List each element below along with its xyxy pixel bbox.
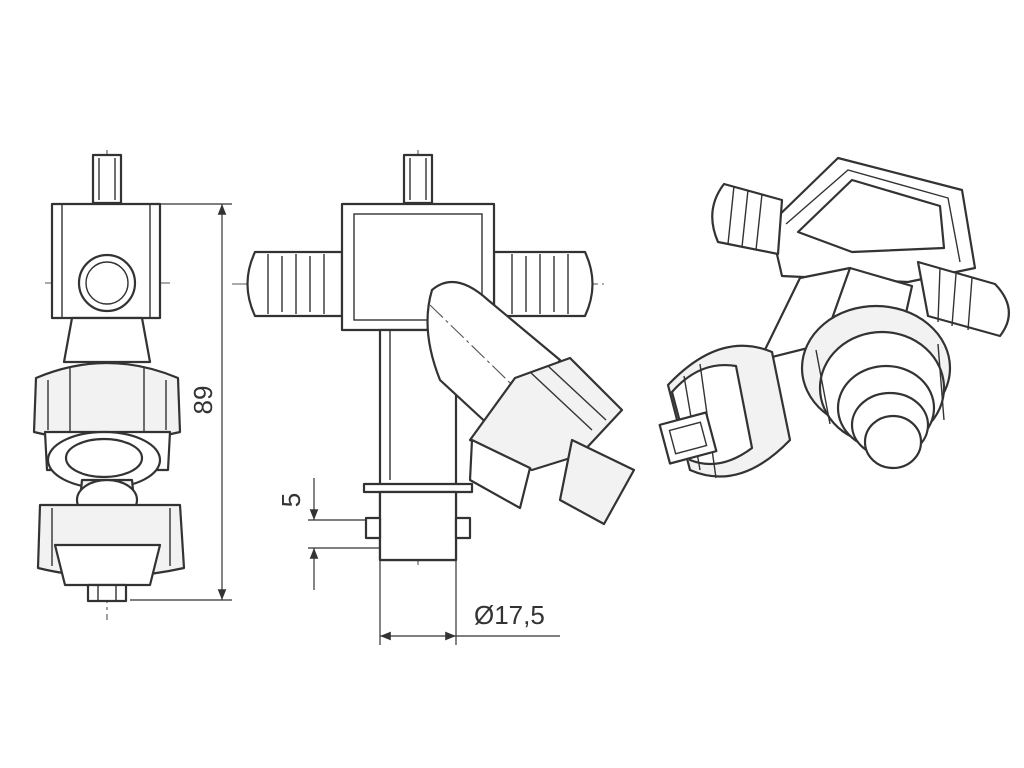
side-view xyxy=(32,150,186,620)
isometric-view xyxy=(658,156,1010,479)
dimension-5-label: 5 xyxy=(276,493,306,507)
dimension-89: 89 xyxy=(130,203,232,601)
dimension-5: 5 xyxy=(276,478,380,590)
dimension-diameter: Ø17,5 xyxy=(379,560,560,645)
dimension-89-label: 89 xyxy=(188,386,218,415)
dimension-diameter-label: Ø17,5 xyxy=(474,600,545,630)
front-view xyxy=(232,150,636,565)
